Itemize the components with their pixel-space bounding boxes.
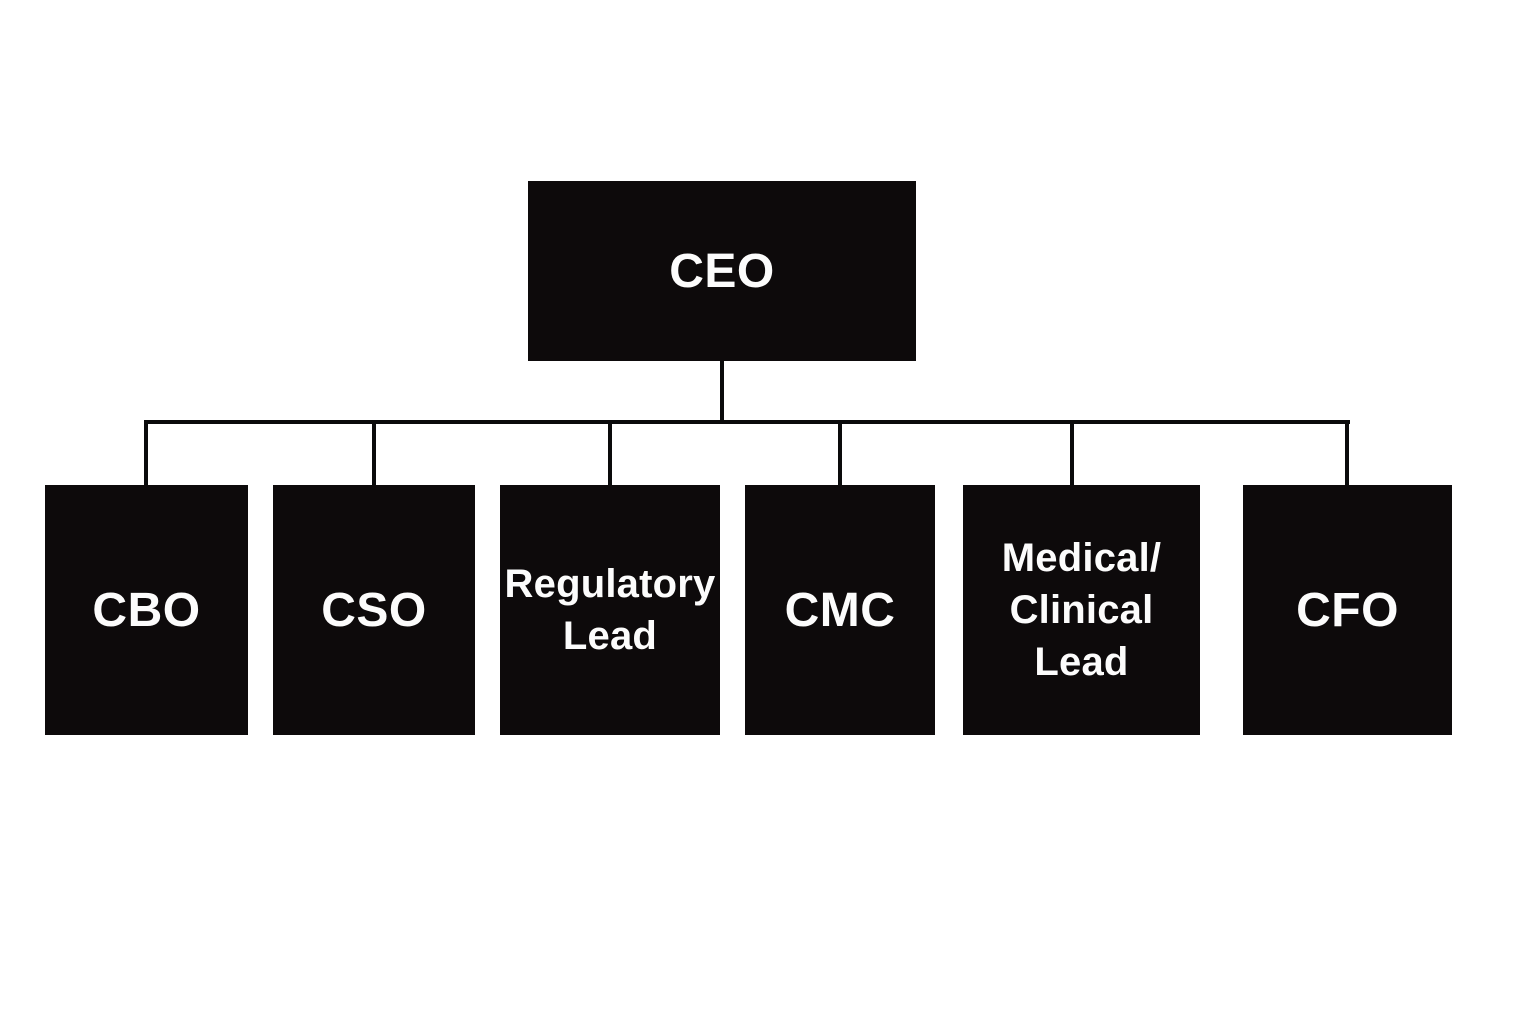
org-node-cso: CSO	[273, 485, 475, 735]
org-node-ceo: CEO	[528, 181, 916, 361]
org-node-cbo: CBO	[45, 485, 248, 735]
org-node-ceo-label: CEO	[669, 244, 775, 298]
connector-horizontal-bar	[144, 420, 1350, 424]
org-node-cmc-label: CMC	[784, 583, 896, 637]
org-node-regulatory-lead-label: Regulatory Lead	[504, 562, 716, 658]
connector-stub-cmc	[838, 422, 842, 485]
connector-ceo-drop-line	[720, 361, 724, 422]
connector-stub-medical-clinical-lead	[1070, 422, 1074, 485]
connector-stub-cfo	[1345, 422, 1349, 485]
connector-stub-regulatory-lead	[608, 422, 612, 485]
org-node-cfo-label: CFO	[1296, 583, 1399, 637]
org-node-medical-clinical-lead: Medical/ Clinical Lead	[963, 485, 1200, 735]
connector-stub-cbo	[144, 422, 148, 485]
org-node-medical-clinical-lead-label: Medical/ Clinical Lead	[1001, 536, 1162, 684]
org-node-cbo-label: CBO	[92, 583, 201, 637]
org-node-cfo: CFO	[1243, 485, 1452, 735]
connector-stub-cso	[372, 422, 376, 485]
org-node-cso-label: CSO	[321, 583, 427, 637]
org-node-cmc: CMC	[745, 485, 935, 735]
org-node-regulatory-lead: Regulatory Lead	[500, 485, 720, 735]
